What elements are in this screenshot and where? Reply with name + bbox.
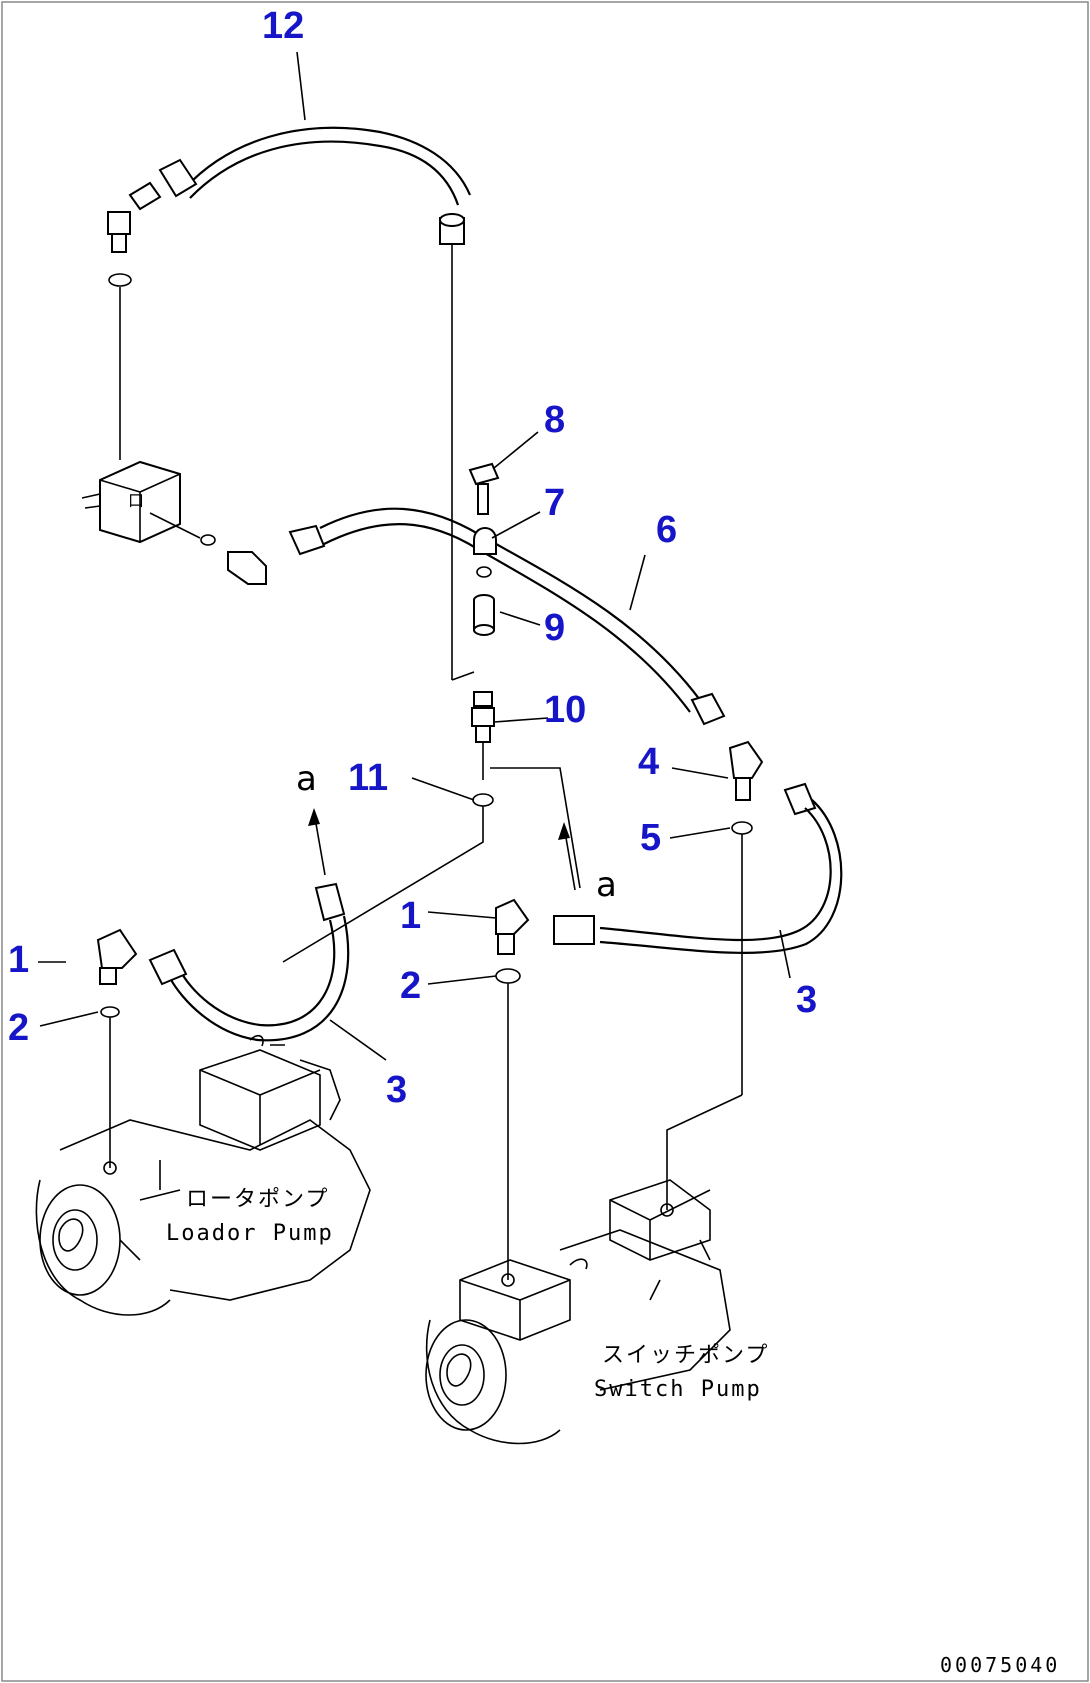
callout-7: 7 [544, 482, 565, 524]
loader-pump-label-en: Loador Pump [166, 1221, 334, 1246]
elbow-1-center [495, 898, 530, 955]
valve-block: 口 [81, 460, 181, 544]
callout-5: 5 [640, 817, 661, 859]
leader-lines [38, 51, 791, 1061]
clamp-7 [473, 527, 497, 555]
o-ring-11 [472, 793, 494, 807]
callout-12: 12 [262, 5, 304, 47]
arrow-a-right [558, 822, 576, 891]
bolt-8 [468, 462, 500, 515]
elbow-1-left [96, 928, 138, 985]
tee-10 [451, 671, 495, 743]
callout-8: 8 [544, 399, 565, 441]
hose-3-left [148, 882, 350, 1042]
loader-pump [35, 1034, 371, 1316]
callout-3-right: 3 [796, 979, 817, 1021]
switch-pump-label-en: Switch Pump [594, 1377, 762, 1402]
callout-2-left: 2 [8, 1007, 29, 1049]
callout-11: 11 [348, 757, 388, 799]
callout-1-center: 1 [400, 895, 421, 937]
o-ring-5 [731, 821, 753, 835]
ref-a-left: a [296, 759, 317, 799]
callout-4: 4 [638, 741, 659, 783]
ref-a-right: a [596, 865, 617, 905]
o-ring-2-center [495, 968, 521, 984]
o-ring-block [200, 534, 216, 546]
hose-12 [107, 126, 472, 253]
washer [476, 566, 492, 578]
loader-pump-label-jp: ロータポンプ [186, 1187, 329, 1212]
svg-text:口: 口 [128, 491, 144, 510]
callout-9: 9 [544, 607, 565, 649]
drawing-code: 00075040 [940, 1653, 1060, 1677]
callout-3-left: 3 [386, 1069, 407, 1111]
spacer-9 [473, 594, 495, 636]
callout-1-left: 1 [8, 939, 29, 981]
callout-6: 6 [656, 509, 677, 551]
callout-2-center: 2 [400, 965, 421, 1007]
arrow-a-left [308, 808, 326, 876]
elbow-4 [728, 740, 764, 801]
switch-pump [425, 1179, 731, 1445]
o-ring-2-left [100, 1006, 120, 1018]
callout-10: 10 [544, 689, 586, 731]
hose-3-right [553, 782, 843, 954]
switch-pump-label-jp: スイッチポンプ [602, 1343, 769, 1368]
o-ring-top-left [108, 273, 132, 287]
